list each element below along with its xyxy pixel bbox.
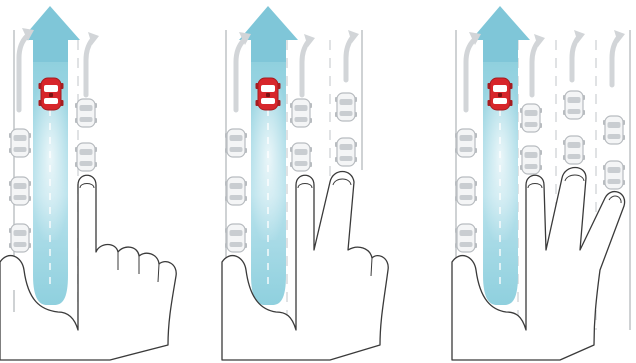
gray-car-icon xyxy=(602,160,626,190)
lane-arrow-icon xyxy=(343,35,355,83)
gray-car-icon xyxy=(519,103,543,133)
lane-arrow-icon xyxy=(233,37,247,113)
red-car-icon xyxy=(38,77,64,111)
gray-car-icon xyxy=(8,176,32,206)
gray-car-icon xyxy=(224,223,248,253)
hand-gesture-icon xyxy=(221,170,389,361)
lane-arrow-icon xyxy=(463,37,477,113)
forward-arrow-icon xyxy=(471,6,530,62)
gray-car-icon xyxy=(334,137,358,167)
gray-car-icon xyxy=(562,135,586,165)
red-car-icon xyxy=(255,77,281,111)
gray-car-icon xyxy=(224,128,248,158)
gray-car-icon xyxy=(224,176,248,206)
gray-car-icon xyxy=(74,98,98,128)
gray-car-icon xyxy=(602,115,626,145)
gray-car-icon xyxy=(289,98,313,128)
gray-car-icon xyxy=(8,128,32,158)
lane-arrow-icon xyxy=(299,39,311,98)
lane-arrow-icon xyxy=(16,33,30,113)
gray-car-icon xyxy=(8,223,32,253)
hand-gesture-icon xyxy=(0,174,177,361)
red-car-icon xyxy=(487,77,513,111)
gray-car-icon xyxy=(74,142,98,172)
lane-arrow-icon xyxy=(609,35,621,88)
panel-three-finger xyxy=(451,6,631,361)
gray-car-icon xyxy=(454,176,478,206)
lane-arrow-icon xyxy=(569,35,581,83)
panel-two-finger xyxy=(221,6,389,361)
gray-car-icon xyxy=(289,142,313,172)
forward-arrow-icon xyxy=(21,6,80,62)
gray-car-icon xyxy=(454,128,478,158)
lane-arrow-icon xyxy=(83,37,95,98)
forward-arrow-icon xyxy=(239,6,298,62)
gray-car-icon xyxy=(562,90,586,120)
panel-one-finger xyxy=(0,6,177,361)
gray-car-icon xyxy=(454,223,478,253)
hand-gesture-icon xyxy=(451,166,626,361)
gray-car-icon xyxy=(519,145,543,175)
gray-car-icon xyxy=(334,92,358,122)
lane-arrow-icon xyxy=(529,39,541,98)
